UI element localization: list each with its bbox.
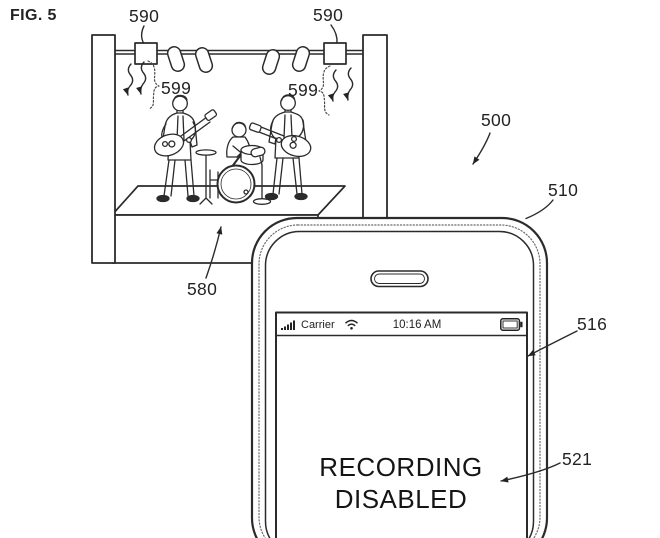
battery-icon (500, 318, 523, 331)
guitarist-right (248, 94, 312, 201)
emitter-box-left (134, 42, 158, 65)
ref-label-599-left: 599 (161, 78, 192, 98)
wifi-icon (344, 319, 359, 330)
time-label: 10:16 AM (392, 318, 442, 331)
signal-bars-icon (281, 319, 298, 331)
speaker-slot (370, 270, 429, 288)
cymbal (195, 149, 217, 156)
leader-590-left (140, 25, 145, 44)
stage-light-icon (194, 47, 214, 73)
microphone-stand (250, 146, 272, 205)
ref-label-510: 510 (548, 180, 579, 200)
leader-510 (525, 199, 554, 220)
guitar-body (280, 134, 312, 158)
leader-516 (527, 330, 578, 357)
recording-disabled-text: RECORDING DISABLED (319, 452, 483, 514)
wave-bracket-left (147, 60, 160, 110)
wave-bracket-right (318, 65, 331, 116)
stage-post-right (362, 34, 388, 226)
bass-drum (216, 164, 256, 204)
stage-lights (166, 46, 311, 75)
carrier-label: Carrier (301, 318, 335, 331)
leader-lines (140, 24, 578, 483)
guitar-body (153, 133, 185, 157)
bezel-inner-line (264, 230, 535, 538)
ref-label-500: 500 (481, 110, 512, 130)
rf-waves-left (122, 61, 147, 96)
rf-waves-right (327, 67, 354, 102)
microphone-icon (250, 146, 266, 158)
drummer (195, 121, 272, 205)
leader-580 (205, 226, 223, 279)
stage-post-left (91, 34, 116, 264)
bezel-stipple-line (258, 224, 541, 538)
emitter-box-right (323, 42, 347, 65)
stage-light-icon (261, 49, 281, 75)
stage-light-icon (291, 46, 311, 72)
phone-screen (275, 311, 528, 538)
leader-521 (500, 462, 561, 483)
leader-590-right (330, 24, 338, 44)
status-bar: Carrier 10:16 AM (277, 314, 526, 335)
ref-label-580: 580 (187, 279, 218, 299)
ref-label-590-right: 590 (313, 5, 344, 25)
ref-label-590-left: 590 (129, 6, 160, 26)
ref-label-599-right: 599 (288, 80, 319, 100)
figure-label: FIG. 5 (10, 7, 57, 24)
smartphone-body (250, 216, 549, 538)
ref-label-516: 516 (577, 314, 608, 334)
guitarist-left (153, 94, 218, 203)
ref-label-521: 521 (562, 449, 593, 469)
leader-500 (472, 132, 491, 165)
stage-light-icon (166, 46, 186, 72)
